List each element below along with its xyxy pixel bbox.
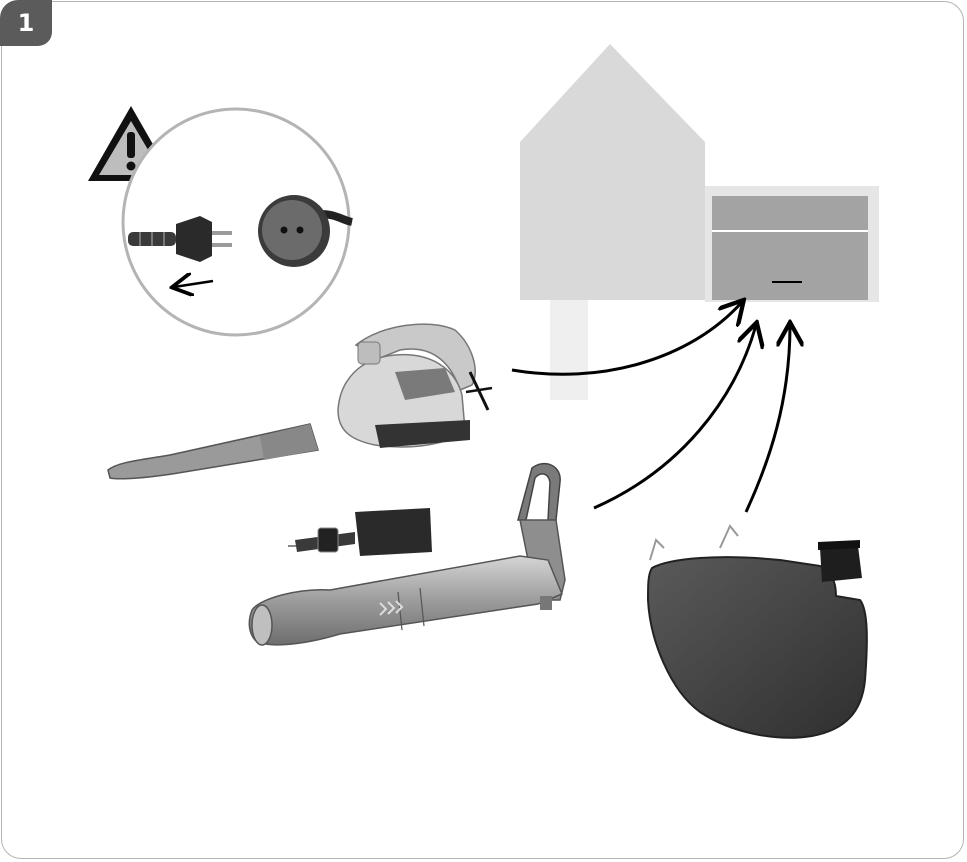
garage-door [712, 196, 868, 300]
storage-arrows [511, 302, 790, 513]
socket-icon [258, 195, 353, 267]
shoulder-strap [288, 508, 432, 556]
arrow-tube-to-storage [593, 325, 756, 510]
collection-bag [646, 524, 868, 739]
arrow-bag-to-storage [744, 325, 790, 513]
blower-nozzle [107, 423, 319, 480]
step-number-badge: 1 [0, 0, 52, 46]
house-storage-icon [520, 44, 879, 400]
arrow-blower-to-storage [511, 302, 742, 376]
unplug-detail [121, 107, 353, 337]
blower-motor-unit [337, 323, 493, 448]
unplug-arrow-icon [174, 281, 214, 287]
plug-icon [128, 216, 232, 262]
vacuum-tube [248, 462, 566, 646]
